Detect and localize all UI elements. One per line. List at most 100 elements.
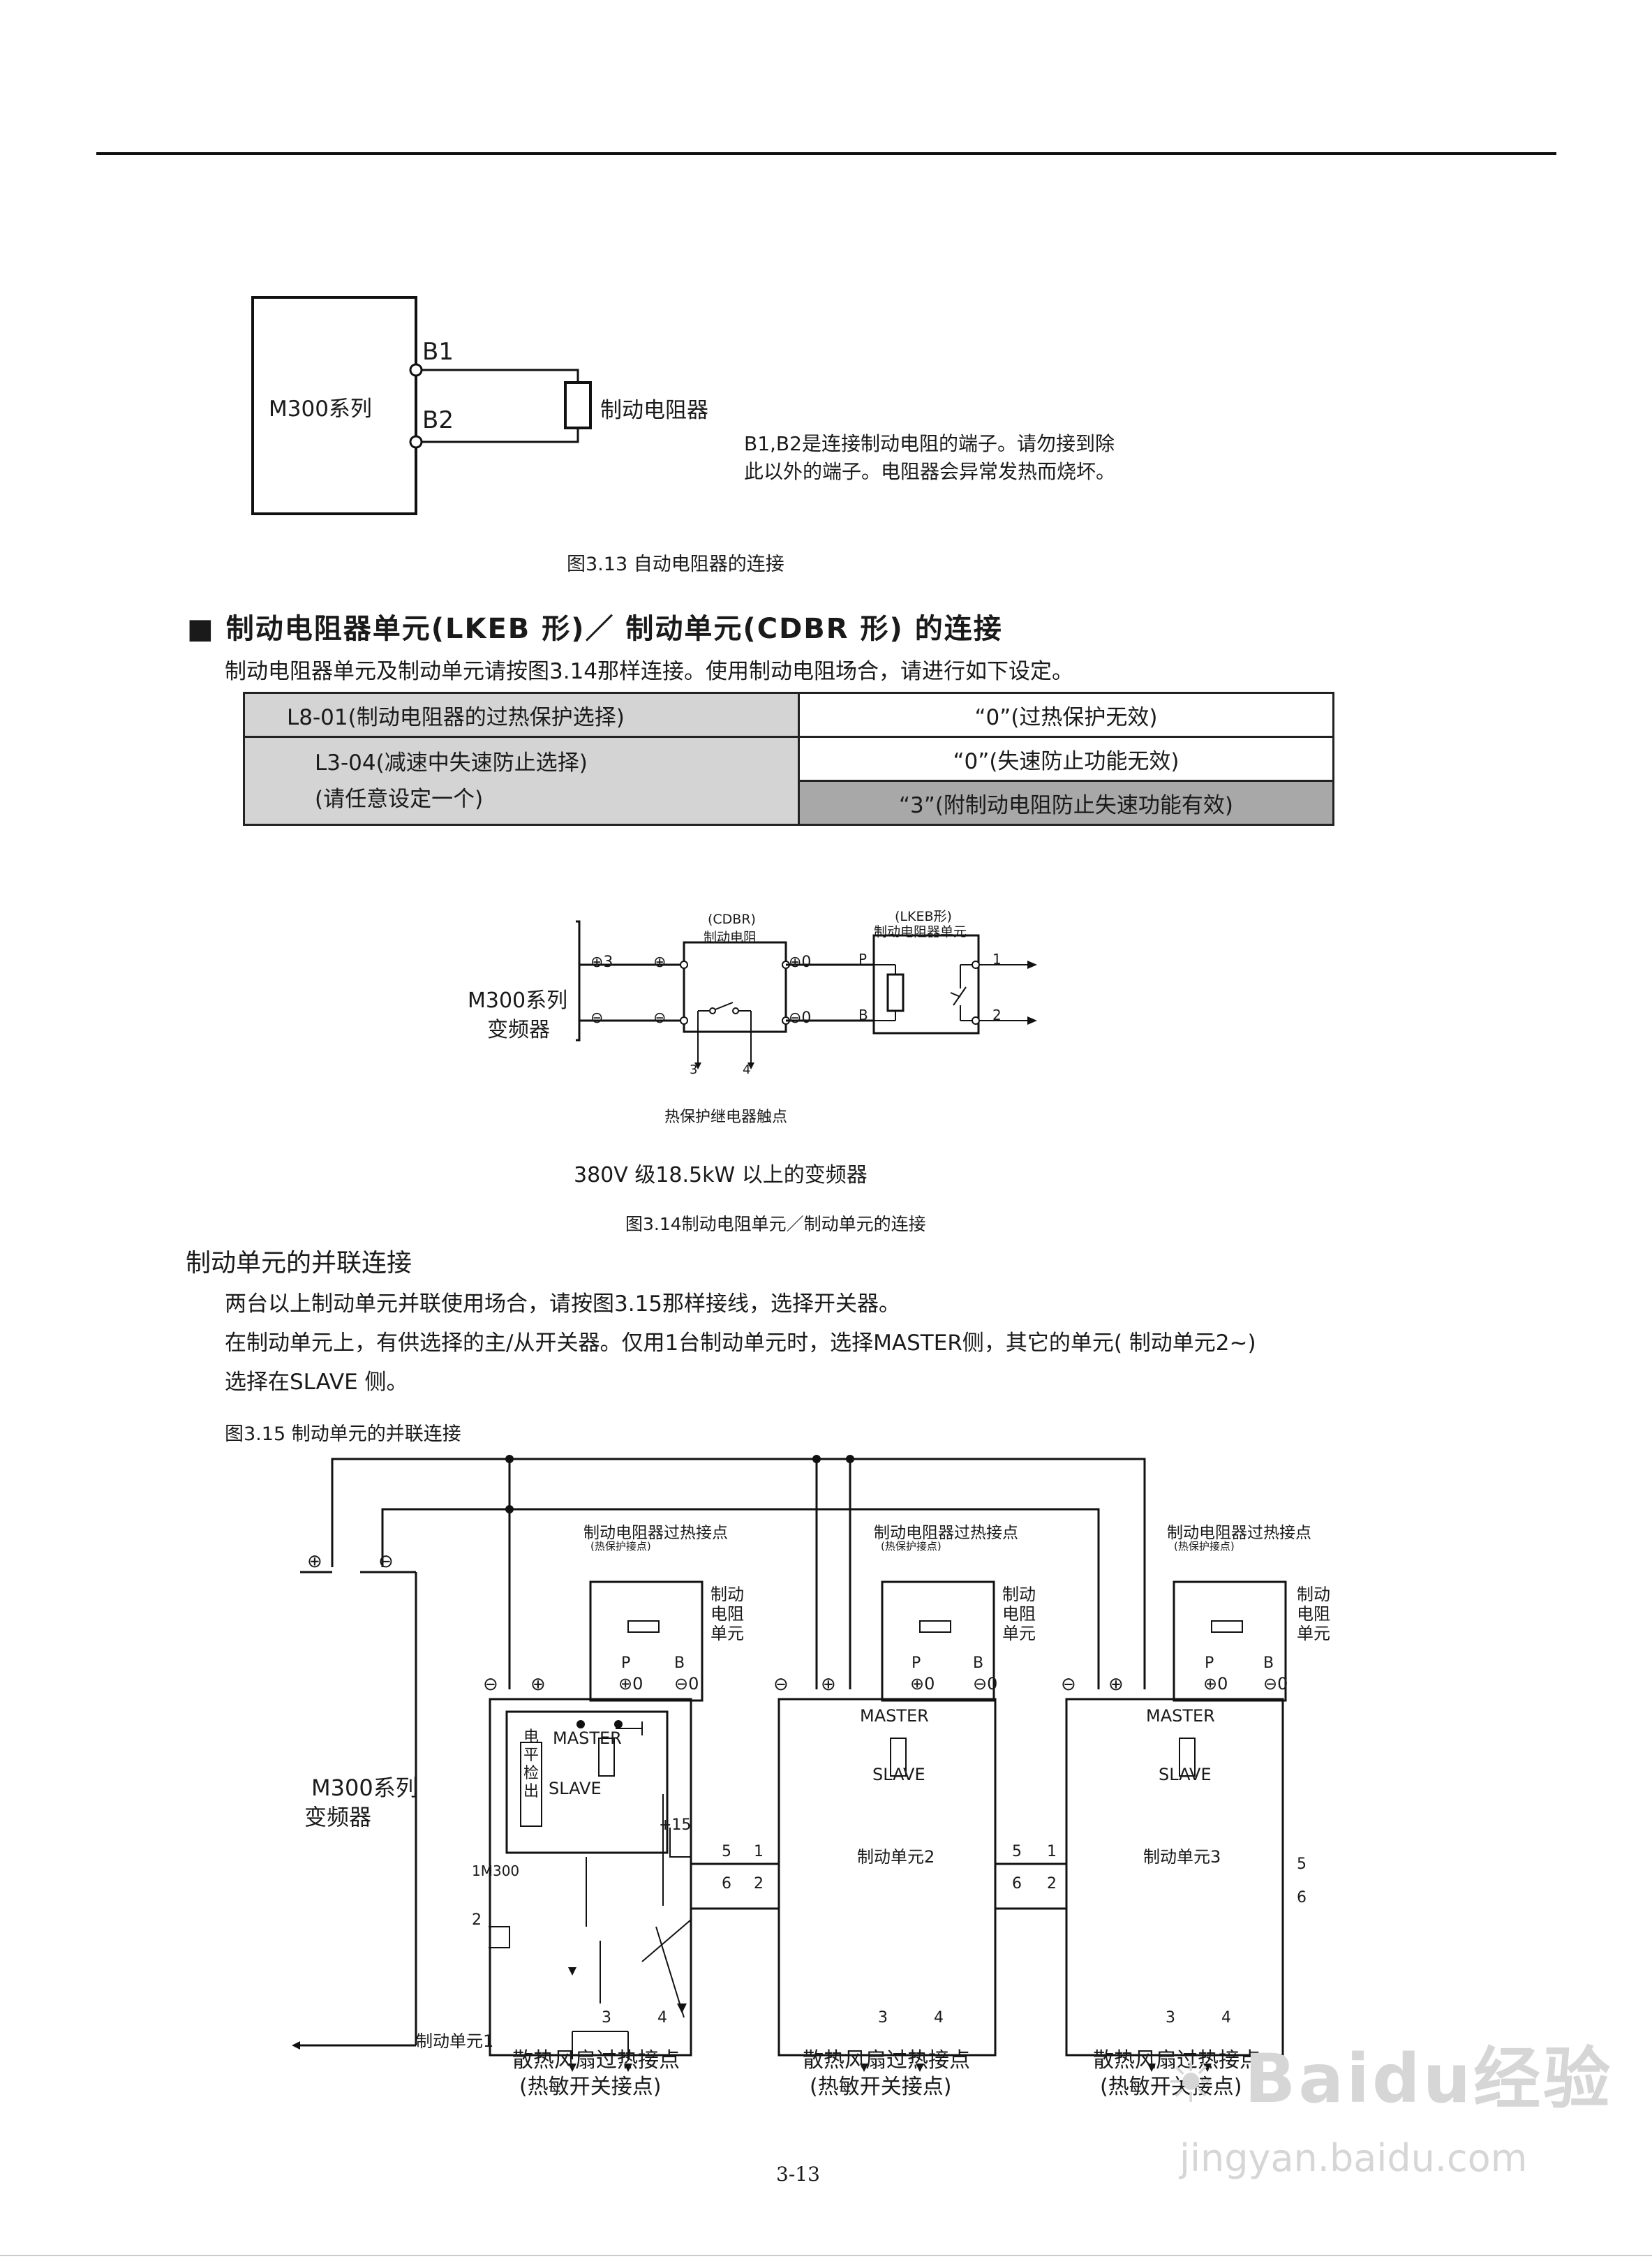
fig15-res-contact-sub-1: (热保护接点) [590, 1540, 651, 1553]
fig15-u3-pin5: 5 [1297, 1856, 1307, 1873]
fig13-note-line2: 此以外的端子。电阻器会异常发热而烧坏。 [744, 460, 1116, 483]
fig15-u2-pin5: 5 [1012, 1843, 1022, 1860]
fig15-u1-pin3: 3 [602, 2009, 611, 2027]
fig15-u3-plus0: ⊕0 [1203, 1674, 1228, 1694]
fig13-caption: 图3.13 自动电阻器的连接 [567, 554, 784, 575]
fig14-terminal-b: B [858, 1007, 868, 1023]
section-heading-connection: ■ 制动电阻器单元(LKEB 形)／ 制动单元(CDBR 形) 的连接 [187, 613, 1003, 645]
fig14-cdbr-plus: ⊕ [653, 954, 667, 971]
top-rule [96, 152, 1556, 155]
fig15-u1-pin6: 6 [722, 1875, 731, 1893]
fig15-level-detect: 电平检出 [523, 1728, 539, 1800]
fig15-u3-master: MASTER [1146, 1706, 1215, 1726]
fig15-u1-master: MASTER [553, 1728, 622, 1748]
fig14-terminal-minus: ⊖ [590, 1009, 604, 1027]
fig15-fan-contact-sub-2: (热敏开关接点) [810, 2075, 952, 2099]
m300-unit-label: M300系列 [269, 397, 372, 422]
fig15-u2-pin1: 1 [1047, 1843, 1057, 1860]
fig14-relay-3: 3 [690, 1062, 698, 1077]
fig15-u3-pin3: 3 [1166, 2009, 1175, 2027]
fig15-u3-p: P [1205, 1654, 1214, 1672]
fig15-u2-pin3: 3 [878, 2009, 888, 2027]
fig15-u2-plus0: ⊕0 [910, 1674, 935, 1694]
figure-3-14 [576, 920, 1037, 1069]
table-cell-l3-04-value-3: “3”(附制动电阻防止失速功能有效) [798, 780, 1334, 826]
fig15-u1-pin4: 4 [657, 2009, 667, 2027]
fig15-u2-minus0: ⊖0 [973, 1674, 998, 1694]
fig15-u3-plus: ⊕ [1108, 1674, 1124, 1695]
fig15-inverter-label-1: M300系列 [311, 1775, 418, 1801]
fig14-cdbr-minus0: ⊖0 [789, 1009, 812, 1027]
fig15-res-unit-1: 制动电阻单元 [710, 1585, 744, 1643]
fig14-inverter-note: 380V 级18.5kW 以上的变频器 [574, 1163, 868, 1187]
table-cell-l8-01-value: “0”(过热保护无效) [798, 692, 1334, 738]
fig15-caption: 图3.15 制动单元的并联连接 [225, 1423, 461, 1445]
paw-icon: ☀ [1166, 2050, 1219, 2115]
fig15-fan-contact-2: 散热风扇过热接点 [803, 2048, 970, 2073]
fig15-u1-pin5: 5 [722, 1843, 731, 1860]
b2-terminal: B2 [422, 406, 454, 434]
fig14-lkeb-title-2: 制动电阻器单元 [874, 924, 967, 940]
fig14-inverter-label-1: M300系列 [468, 988, 568, 1013]
fig15-im300-pin2: 2 [472, 1911, 482, 1929]
fig15-unit3-label: 制动单元3 [1143, 1847, 1221, 1867]
fig15-u3-pin4: 4 [1221, 2009, 1231, 2027]
resistor-label: 制动电阻器 [600, 398, 708, 423]
fig15-u3-minus: ⊖ [1061, 1674, 1076, 1695]
fig14-relay-4: 4 [743, 1062, 751, 1077]
fig14-output-1: 1 [992, 951, 1002, 968]
section2-para-3: 选择在SLAVE 侧。 [225, 1370, 408, 1395]
fig15-inv-minus: ⊖ [378, 1551, 394, 1572]
fig15-u1-pin1: 1 [754, 1843, 764, 1860]
fig15-u2-pin2: 2 [1047, 1875, 1057, 1893]
section-intro: 制动电阻器单元及制动单元请按图3.14那样连接。使用制动电阻场合，请进行如下设定… [225, 659, 1074, 684]
fig15-res-unit-2: 制动电阻单元 [1002, 1585, 1036, 1643]
table-cell-l3-04: L3-04(减速中失速防止选择) (请任意设定一个) [243, 736, 800, 826]
fig14-output-2: 2 [992, 1007, 1002, 1023]
fig15-res-contact-sub-2: (热保护接点) [881, 1540, 942, 1553]
fig15-fan-contact-sub-3: (热敏开关接点) [1100, 2075, 1242, 2099]
fig15-res-unit-3: 制动电阻单元 [1297, 1585, 1330, 1643]
fig15-inverter-label-2: 变频器 [304, 1804, 372, 1830]
fig15-u1-minus0: ⊖0 [674, 1674, 699, 1694]
table-cell-l3-04-value-0: “0”(失速防止功能无效) [798, 736, 1334, 782]
fig15-res-contact-1: 制动电阻器过热接点 [583, 1524, 728, 1542]
fig15-im300: 1M300 [472, 1862, 520, 1879]
fig15-u2-pin4: 4 [934, 2009, 944, 2027]
table-cell-l8-01: L8-01(制动电阻器的过热保护选择) [243, 692, 800, 738]
fig14-terminal-p: P [858, 951, 868, 968]
fig15-u1-plus0: ⊕0 [618, 1674, 643, 1694]
fig14-lkeb-title-1: (LKEB形) [895, 909, 952, 924]
fig15-fan-contact-sub-1: (热敏开关接点) [519, 2075, 662, 2099]
fig15-u1-b: B [674, 1654, 685, 1672]
section2-para-2: 在制动单元上，有供选择的主/从开关器。仅用1台制动单元时，选择MASTER侧，其… [225, 1331, 1256, 1356]
settings-table: L8-01(制动电阻器的过热保护选择) “0”(过热保护无效) L3-04(减速… [243, 692, 1334, 826]
fig15-u3-slave: SLAVE [1159, 1765, 1212, 1784]
fig15-u2-slave: SLAVE [872, 1765, 925, 1784]
fig15-res-contact-sub-3: (热保护接点) [1174, 1540, 1235, 1553]
fig15-u1-p: P [621, 1654, 631, 1672]
fig14-cdbr-minus: ⊖ [653, 1009, 667, 1027]
baidu-watermark-url: jingyan.baidu.com [1180, 2136, 1528, 2180]
figure-3-13 [251, 296, 592, 515]
fig15-u2-minus: ⊖ [773, 1674, 789, 1695]
fig15-u3-minus0: ⊖0 [1263, 1674, 1288, 1694]
fig14-caption: 图3.14制动电阻单元／制动单元的连接 [625, 1214, 926, 1234]
fig15-u1-pin2: 2 [754, 1875, 764, 1893]
fig15-u2-plus: ⊕ [821, 1674, 836, 1695]
fig15-u2-master: MASTER [860, 1706, 929, 1726]
baidu-watermark-logo: ☀ Baidu经验 [1166, 2040, 1614, 2118]
fig15-u3-b: B [1263, 1654, 1274, 1672]
bottom-rule [0, 2255, 1652, 2256]
fig15-u2-b: B [973, 1654, 984, 1672]
fig15-res-contact-3: 制动电阻器过热接点 [1167, 1524, 1311, 1542]
resistor-symbol [564, 381, 592, 429]
fig14-inverter-label-2: 变频器 [487, 1018, 550, 1042]
fig15-u1-minus: ⊖ [483, 1674, 498, 1695]
fig15-fan-contact-3: 散热风扇过热接点 [1093, 2048, 1260, 2073]
fig15-res-contact-2: 制动电阻器过热接点 [874, 1524, 1018, 1542]
fig15-fan-contact-1: 散热风扇过热接点 [512, 2048, 680, 2073]
section-heading-parallel: 制动单元的并联连接 [186, 1249, 412, 1277]
fig15-u3-pin6: 6 [1297, 1889, 1307, 1906]
fig15-unit1-label: 制动单元1 [416, 2031, 494, 2051]
